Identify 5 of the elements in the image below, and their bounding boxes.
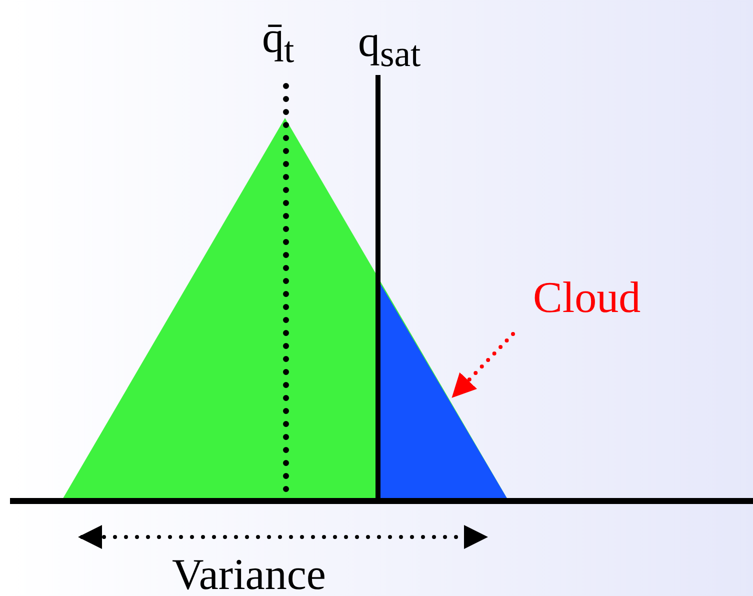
variance-label: Variance — [172, 553, 326, 596]
cloud-label: Cloud — [533, 276, 641, 320]
leader-arrow — [452, 332, 515, 398]
saturation-label: q$_{sat}$ — [358, 20, 421, 72]
mean-label: q̄$_{t}$ — [262, 16, 294, 68]
